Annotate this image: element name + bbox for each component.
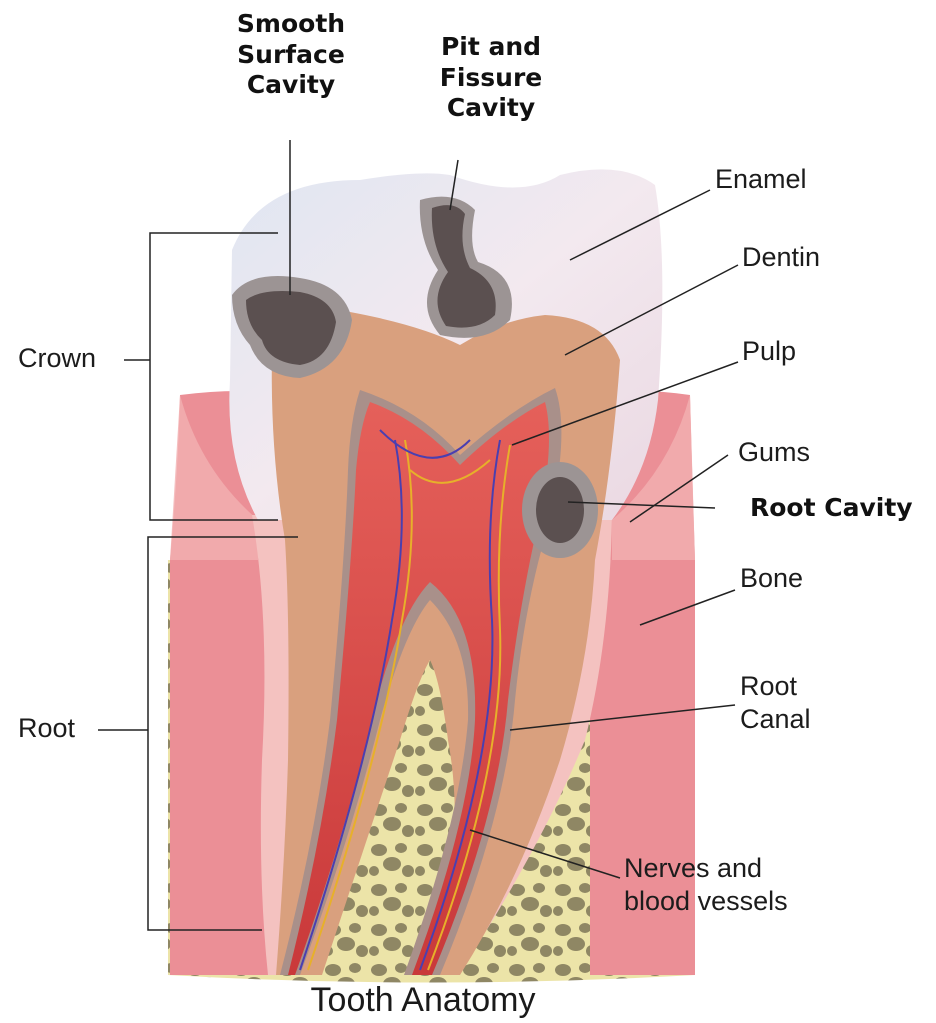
label-pulp: Pulp	[742, 335, 796, 368]
label-bone: Bone	[740, 562, 803, 595]
label-line: Smooth	[237, 9, 345, 40]
label-nerves-and-vessels: Nerves and blood vessels	[624, 852, 788, 918]
label-line: Fissure	[440, 63, 543, 94]
label-line: Canal	[740, 703, 811, 736]
label-dentin: Dentin	[742, 241, 820, 274]
label-line: Surface	[237, 40, 345, 71]
label-line: Cavity	[237, 70, 345, 101]
label-enamel: Enamel	[715, 163, 807, 196]
label-crown: Crown	[18, 342, 96, 375]
label-gums: Gums	[738, 436, 810, 469]
label-line: blood vessels	[624, 885, 788, 918]
diagram-title: Tooth Anatomy	[311, 981, 536, 1020]
root-cavity-mark	[522, 462, 598, 558]
label-smooth-surface-cavity: Smooth Surface Cavity	[237, 9, 345, 101]
label-root: Root	[18, 712, 75, 745]
label-line: Pit and	[440, 32, 543, 63]
label-pit-fissure-cavity: Pit and Fissure Cavity	[440, 32, 543, 124]
label-line: Nerves and	[624, 852, 788, 885]
label-root-canal: Root Canal	[740, 670, 811, 736]
label-line: Root	[740, 670, 811, 703]
label-line: Cavity	[440, 93, 543, 124]
label-root-cavity: Root Cavity	[750, 493, 913, 524]
